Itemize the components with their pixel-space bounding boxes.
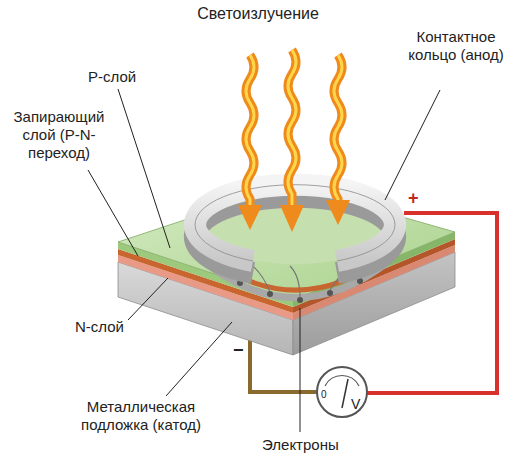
cathode-label: Металлическая подложка (катод) bbox=[80, 398, 202, 434]
scale-zero: 0 bbox=[321, 389, 327, 401]
layer-label: Р-слой bbox=[88, 68, 136, 86]
light-label: Светоизлучение bbox=[158, 4, 358, 23]
junction-label: Запирающий слой (P-N- переход) bbox=[0, 108, 118, 162]
leader-lines bbox=[88, 89, 440, 432]
polarity-sign: − bbox=[233, 340, 244, 362]
voltmeter-unit: V bbox=[351, 396, 360, 413]
electrons-label: Электроны bbox=[262, 436, 339, 454]
voltmeter bbox=[317, 367, 367, 417]
light-rays bbox=[238, 50, 350, 232]
anode-label: Контактное кольцо (анод) bbox=[406, 28, 506, 64]
voltmeter-scale bbox=[325, 375, 359, 386]
layer-label: N-слой bbox=[75, 318, 124, 336]
voltmeter-needle bbox=[342, 379, 348, 408]
polarity-sign: + bbox=[408, 188, 419, 210]
